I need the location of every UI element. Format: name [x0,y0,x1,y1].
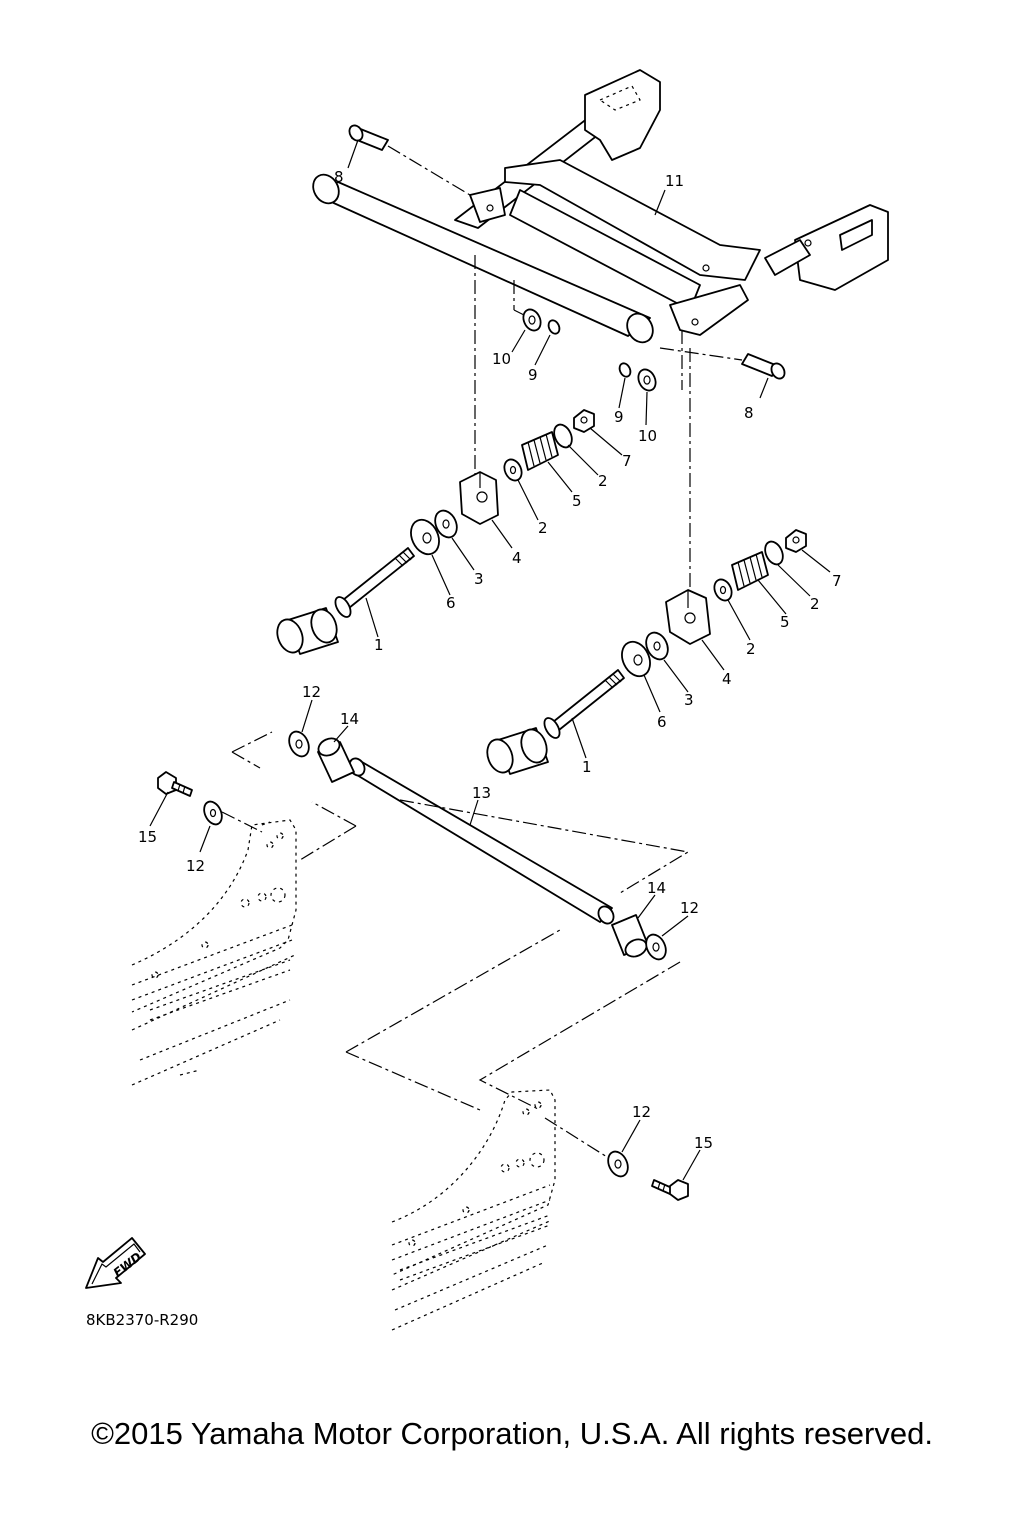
alignment-lines [387,145,743,590]
bushing-part-14-a [317,737,355,783]
spring-part-5-b [731,551,769,591]
callout-6-lower: 6 [657,713,667,731]
callout-11: 11 [665,172,684,190]
spring-part-5-a [521,431,559,471]
washer-part-12-right-frame [607,1150,629,1178]
callout-12-left: 12 [186,857,205,875]
callout-12-lower: 12 [632,1103,651,1121]
block-part-4-a [459,471,499,525]
callout-14-left: 14 [340,710,359,728]
callout-7-upper: 7 [622,452,632,470]
nut-part-7-a [573,409,595,433]
callout-4-lower: 4 [722,670,732,688]
rear-arm-frame-part-11 [312,69,889,344]
washer-part-12-a [288,730,310,758]
washer-part-3-a [434,509,458,539]
fwd-arrow-icon: FWD [85,1237,146,1289]
callout-12-right: 12 [680,899,699,917]
callout-10-left: 10 [492,350,511,368]
callout-8-upper: 8 [334,168,344,186]
assembly-outline-lines [221,731,690,1163]
callout-10-right: 10 [638,427,657,445]
washer-part-3-b [645,631,669,661]
callout-7-lower: 7 [832,572,842,590]
clip-part-9-left [547,319,561,335]
callout-15-right: 15 [694,1134,713,1152]
callout-9-left: 9 [528,366,538,384]
callout-4-upper: 4 [512,549,522,567]
washer-part-12-left-frame [203,800,223,826]
collar-part-6-a [410,518,440,556]
washer-part-10-right [637,368,657,392]
bolt-part-8-lower [741,353,786,380]
cross-shaft-part-13 [348,757,615,925]
bushing-part-14-b [611,914,649,958]
callout-14-right: 14 [647,879,666,897]
callout-12-upper: 12 [302,683,321,701]
callout-15-left: 15 [138,828,157,846]
callout-3-upper: 3 [474,570,484,588]
washer-part-2-b [503,458,523,482]
callout-2-upper-b: 2 [538,519,548,537]
clip-part-9-right [618,362,632,378]
callout-1-lower: 1 [582,758,592,776]
callout-6-upper: 6 [446,594,456,612]
washer-part-2-c [764,540,784,566]
callout-3-lower: 3 [684,691,694,709]
callout-5-lower: 5 [780,613,790,631]
right-side-rail-frame [391,1089,556,1331]
callout-2-lower-b: 2 [746,640,756,658]
callout-13: 13 [472,784,491,802]
diagram-code: 8KB2370-R290 [86,1311,199,1329]
nut-part-7-b [785,529,807,553]
washer-part-2-d [713,578,733,602]
leader-lines [149,139,831,1181]
bolt-part-15-right [651,1179,689,1201]
callout-2-lower-a: 2 [810,595,820,613]
block-part-4-b [665,589,711,645]
bolt-part-8-upper [348,124,389,151]
callout-1-upper: 1 [374,636,384,654]
bolt-part-15-left [157,771,193,797]
callout-8-lower: 8 [744,404,754,422]
washer-part-2-a [553,423,573,449]
callout-2-upper-a: 2 [598,472,608,490]
left-side-rail-frame [131,819,297,1086]
washer-part-10-left [522,308,542,332]
washer-part-12-b [645,933,667,961]
shaft-part-1-b [486,669,625,775]
callout-5-upper: 5 [572,492,582,510]
callout-9-right: 9 [614,408,624,426]
callout-numbers: 8 11 10 9 8 9 10 7 2 5 2 4 3 6 1 7 2 5 2… [138,168,842,1152]
shaft-part-1-a [276,547,415,655]
copyright-notice: ©2015 Yamaha Motor Corporation, U.S.A. A… [91,1416,933,1451]
